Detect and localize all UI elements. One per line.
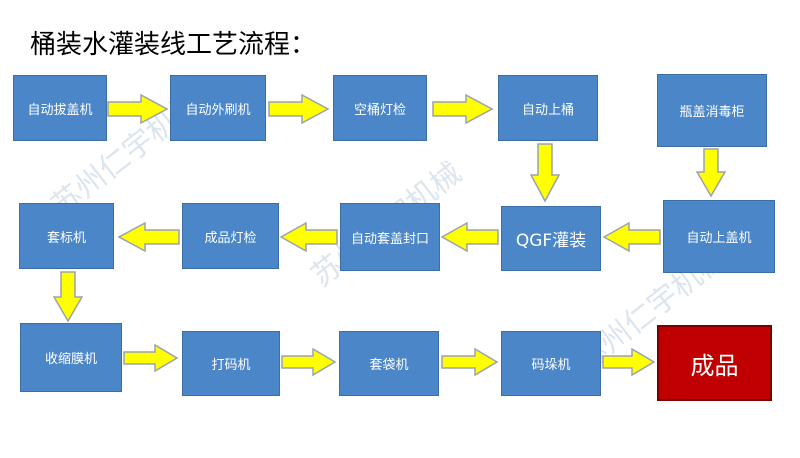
step-qgf-filling: QGF灌装 <box>501 206 601 271</box>
arrow-right-icon <box>281 348 337 376</box>
step-auto-capping-sealing: 自动套盖封口 <box>340 203 440 271</box>
arrow-down-icon <box>530 143 560 203</box>
step-bagging-machine: 套袋机 <box>339 331 439 396</box>
arrow-right-icon <box>107 94 169 124</box>
arrow-right-icon <box>123 344 179 372</box>
step-finished-product: 成品 <box>657 325 772 401</box>
step-cap-sterilization-cabinet: 瓶盖消毒柜 <box>657 74 767 147</box>
arrow-right-icon <box>268 94 330 124</box>
step-auto-external-brusher: 自动外刷机 <box>170 75 266 141</box>
page-title: 桶装水灌装线工艺流程： <box>30 30 317 60</box>
arrow-left-icon <box>280 222 338 252</box>
arrow-down-icon <box>53 271 83 323</box>
step-coding-machine: 打码机 <box>182 331 280 396</box>
step-shrink-film-machine: 收缩膜机 <box>20 323 122 392</box>
arrow-left-icon <box>441 222 499 252</box>
arrow-left-icon <box>603 222 661 252</box>
arrow-right-icon <box>441 348 499 376</box>
arrow-down-icon <box>696 148 726 198</box>
arrow-left-icon <box>118 222 180 252</box>
step-auto-capping-machine: 自动上盖机 <box>663 200 775 273</box>
step-auto-barrel-loading: 自动上桶 <box>498 75 598 141</box>
step-palletizing-machine: 码垛机 <box>501 331 601 396</box>
step-label-sleeving-machine: 套标机 <box>19 203 114 269</box>
arrow-right-icon <box>602 348 656 376</box>
step-finished-product-light-inspection: 成品灯检 <box>182 203 279 269</box>
step-empty-barrel-light-inspection: 空桶灯检 <box>333 75 427 141</box>
arrow-right-icon <box>432 94 494 124</box>
step-auto-cap-remover: 自动拔盖机 <box>13 75 107 141</box>
